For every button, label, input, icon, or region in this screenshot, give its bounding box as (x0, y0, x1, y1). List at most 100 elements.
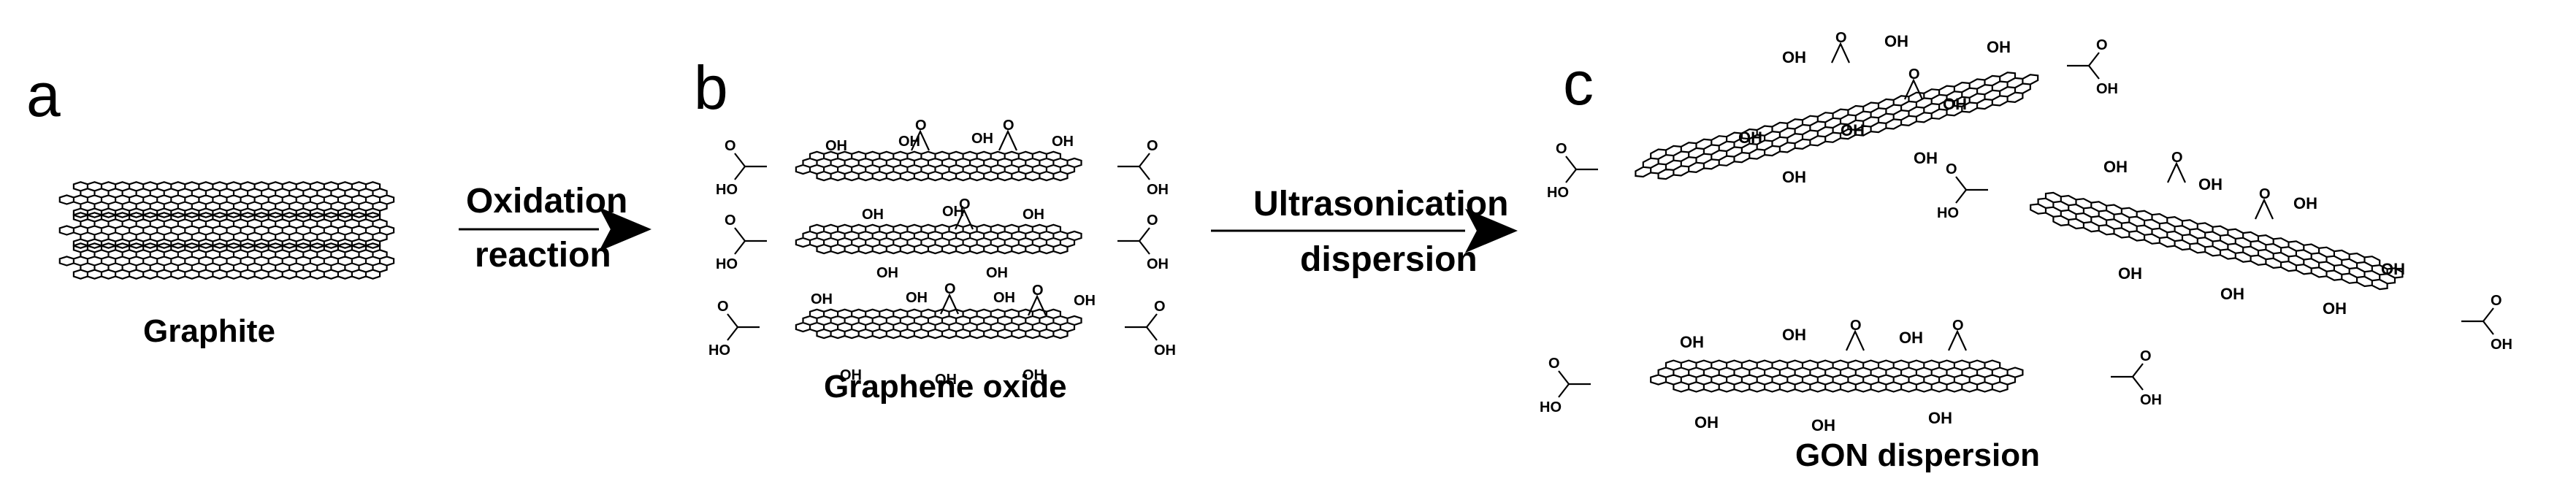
bond-line (727, 313, 738, 328)
gon-bottom-oh-4: OH (1811, 416, 1835, 434)
go-oh-top-2: OH (971, 131, 993, 147)
gon-right-oh-0: OH (2103, 158, 2128, 176)
carboxyl-oh-label: OH (1147, 256, 1169, 272)
gon-bottom-oh-3: OH (1694, 413, 1719, 432)
carboxyl-o-label: O (1548, 356, 1560, 372)
graphite-sheet-3-lattice (58, 242, 395, 280)
bond-line (734, 166, 746, 180)
gon-right-oh-3: OH (2118, 264, 2142, 283)
bond-line (1139, 153, 1150, 167)
carboxyl-oh-label: HO (1547, 185, 1569, 201)
carboxyl-oh-label: HO (1937, 205, 1959, 221)
go-oh-bottom-3: OH (876, 265, 898, 281)
gon-right-oh-6: OH (2381, 260, 2405, 278)
gon-bottom-oh-5: OH (1928, 409, 1952, 427)
label-oxidation: Oxidation (466, 182, 628, 221)
gon-right-oh-4: OH (2220, 285, 2244, 303)
epoxide-o-label: O (2171, 150, 2183, 166)
go-oh-top-3: OH (1052, 134, 1074, 150)
bond-line (2088, 65, 2100, 80)
label-reaction: reaction (475, 236, 611, 275)
bond-line (727, 326, 738, 341)
bond-line (2132, 376, 2144, 391)
gon-right-oh-2: OH (2293, 194, 2317, 212)
arrow-ultrasonication-head (1465, 208, 1518, 253)
bond-line (734, 153, 746, 167)
gon-right-oh-1: OH (2198, 175, 2223, 193)
epoxide-o-label: O (1835, 30, 1847, 46)
go-oh-top-0: OH (825, 138, 847, 154)
carboxyl-oh-label: OH (1147, 182, 1169, 198)
carboxyl-oh-label: OH (1154, 342, 1176, 359)
gon-sheet-bottom-lattice (1650, 359, 2024, 393)
bond-line (1146, 313, 1158, 328)
gon-upper-oh-0: OH (1782, 48, 1806, 66)
carboxyl-oh-label: HO (708, 342, 730, 359)
epoxide-mark (998, 129, 1017, 151)
gon-upper-oh-2: OH (1987, 38, 2011, 56)
epoxide-mark (1846, 329, 1865, 351)
epoxide-o-label: O (1032, 283, 1044, 299)
epoxide-o-label: O (1952, 318, 1964, 334)
go-sheet-2 (795, 223, 1082, 255)
panel-letter-a: a (26, 61, 61, 129)
epoxide-o-label: O (915, 118, 927, 134)
go-oh-top-10: OH (1074, 293, 1096, 309)
carboxyl-oh-label: OH (2140, 392, 2162, 408)
label-dispersion: dispersion (1300, 240, 1478, 279)
bond-line (734, 240, 746, 255)
carboxyl-o-label: O (1556, 141, 1567, 157)
panel-letter-c: c (1563, 49, 1594, 118)
panel-letter-b: b (694, 53, 728, 122)
carboxyl-oh-label: OH (2491, 337, 2512, 353)
epoxide-mark (2255, 198, 2274, 220)
epoxide-o-label: O (1850, 318, 1862, 334)
epoxide-mark (1831, 42, 1850, 64)
graphite-sheet-1 (58, 181, 395, 218)
go-sheet-2-lattice (795, 223, 1082, 255)
bond-line (1558, 383, 1570, 398)
go-oh-top-9: OH (993, 290, 1015, 306)
caption-graphite: Graphite (143, 313, 275, 349)
carboxyl-oh-label: HO (1540, 399, 1562, 415)
bond-line (1139, 166, 1150, 180)
carboxyl-o-label: O (717, 299, 729, 315)
epoxide-o-label: O (959, 196, 971, 212)
go-sheet-3 (795, 308, 1082, 340)
gon-upper-oh-1: OH (1884, 32, 1908, 50)
go-sheet-3-lattice (795, 308, 1082, 340)
gon-sheet-right (2030, 191, 2404, 291)
gon-sheet-upper-lattice (1635, 72, 2039, 180)
arrow-ultrasonication (1211, 208, 1518, 253)
carboxyl-o-label: O (1147, 138, 1158, 154)
arrow-oxidation (459, 207, 651, 252)
caption-graphene-oxide: Graphene oxide (824, 369, 1067, 405)
go-oh-bottom-4: OH (986, 265, 1008, 281)
gon-bottom-oh-0: OH (1680, 333, 1704, 351)
go-oh-top-7: OH (811, 291, 833, 307)
label-ultrasonication: Ultrasonication (1253, 185, 1509, 223)
graphite-sheet-2-lattice (58, 212, 395, 249)
bond-line (1565, 156, 1577, 170)
epoxide-mark (2167, 161, 2186, 183)
go-sheet-1-lattice (795, 150, 1082, 182)
gon-bottom-oh-2: OH (1899, 329, 1923, 347)
carboxyl-o-label: O (2096, 37, 2108, 53)
bond-line (2483, 321, 2494, 335)
epoxide-o-label: O (1003, 118, 1014, 134)
graphite-sheet-2 (58, 212, 395, 249)
go-oh-top-8: OH (906, 290, 928, 306)
go-oh-top-1: OH (898, 134, 920, 150)
bond-line (2088, 52, 2100, 66)
carboxyl-o-label: O (1946, 161, 1957, 177)
bond-line (2132, 363, 2144, 378)
carboxyl-o-label: O (1154, 299, 1166, 315)
carboxyl-oh-label: OH (2096, 81, 2118, 97)
go-oh-top-5: OH (942, 204, 964, 220)
epoxide-o-label: O (1908, 66, 1920, 83)
epoxide-o-label: O (944, 281, 956, 297)
epoxide-mark (1948, 329, 1967, 351)
